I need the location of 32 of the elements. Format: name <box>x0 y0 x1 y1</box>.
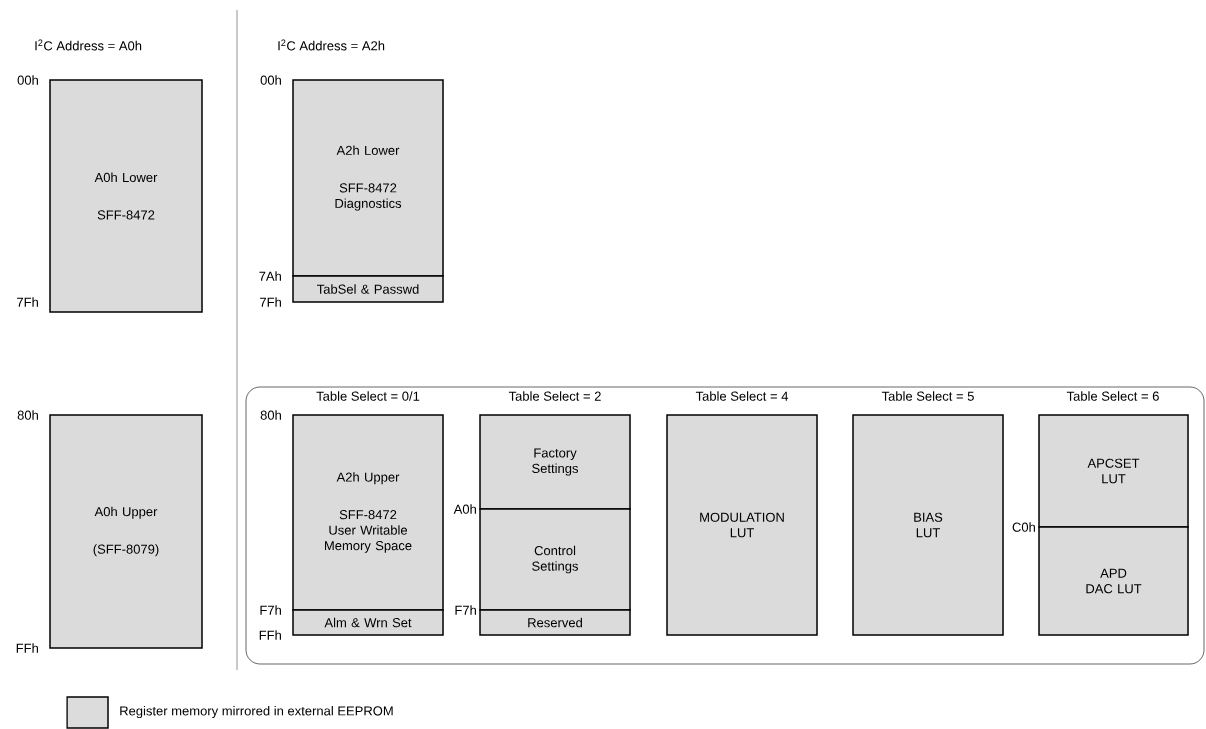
address-label: F7h <box>260 605 281 615</box>
address-label: 80h <box>260 410 281 420</box>
memory-block: A0h Lower SFF-8472 <box>49 79 203 313</box>
heading: Table Select = 5 <box>881 391 974 401</box>
address-label: 00h <box>17 75 38 85</box>
memory-block: A0h Upper (SFF-8079) <box>49 414 203 649</box>
heading: I$^{2}$C Address = A2h <box>278 39 385 51</box>
address-label: F7h <box>455 605 476 615</box>
address-label: A0h <box>453 504 476 514</box>
heading: Table Select = 2 <box>508 391 601 401</box>
table-group-frame <box>245 386 1205 665</box>
memory-block: APD DAC LUT <box>1038 526 1189 636</box>
memory-block: Reserved <box>479 609 631 636</box>
legend-text: Register memory mirrored in external EEPROM <box>120 705 393 719</box>
memory-block: MODULATION LUT <box>666 414 818 636</box>
address-label: C0h <box>1012 522 1035 532</box>
address-label: 7Fh <box>17 297 38 307</box>
memory-block: APCSET LUT <box>1038 414 1189 528</box>
heading: I$^{2}$C Address = A0h <box>35 39 142 51</box>
memory-block: TabSel & Passwd <box>292 275 444 303</box>
address-label: 80h <box>17 410 38 420</box>
heading: Table Select = 6 <box>1066 391 1159 401</box>
address-label: FFh <box>16 643 38 653</box>
heading: Table Select = 4 <box>695 391 789 401</box>
heading: Table Select = 0/1 <box>316 391 420 401</box>
address-label: FFh <box>259 630 281 640</box>
memory-block: BIAS LUT <box>852 414 1004 636</box>
memory-block: Factory Settings <box>479 414 631 510</box>
address-label: 7Fh <box>260 297 281 307</box>
memory-block: Alm & Wrn Set <box>292 609 444 636</box>
address-label: 7Ah <box>259 271 281 281</box>
address-label: 00h <box>260 75 281 85</box>
